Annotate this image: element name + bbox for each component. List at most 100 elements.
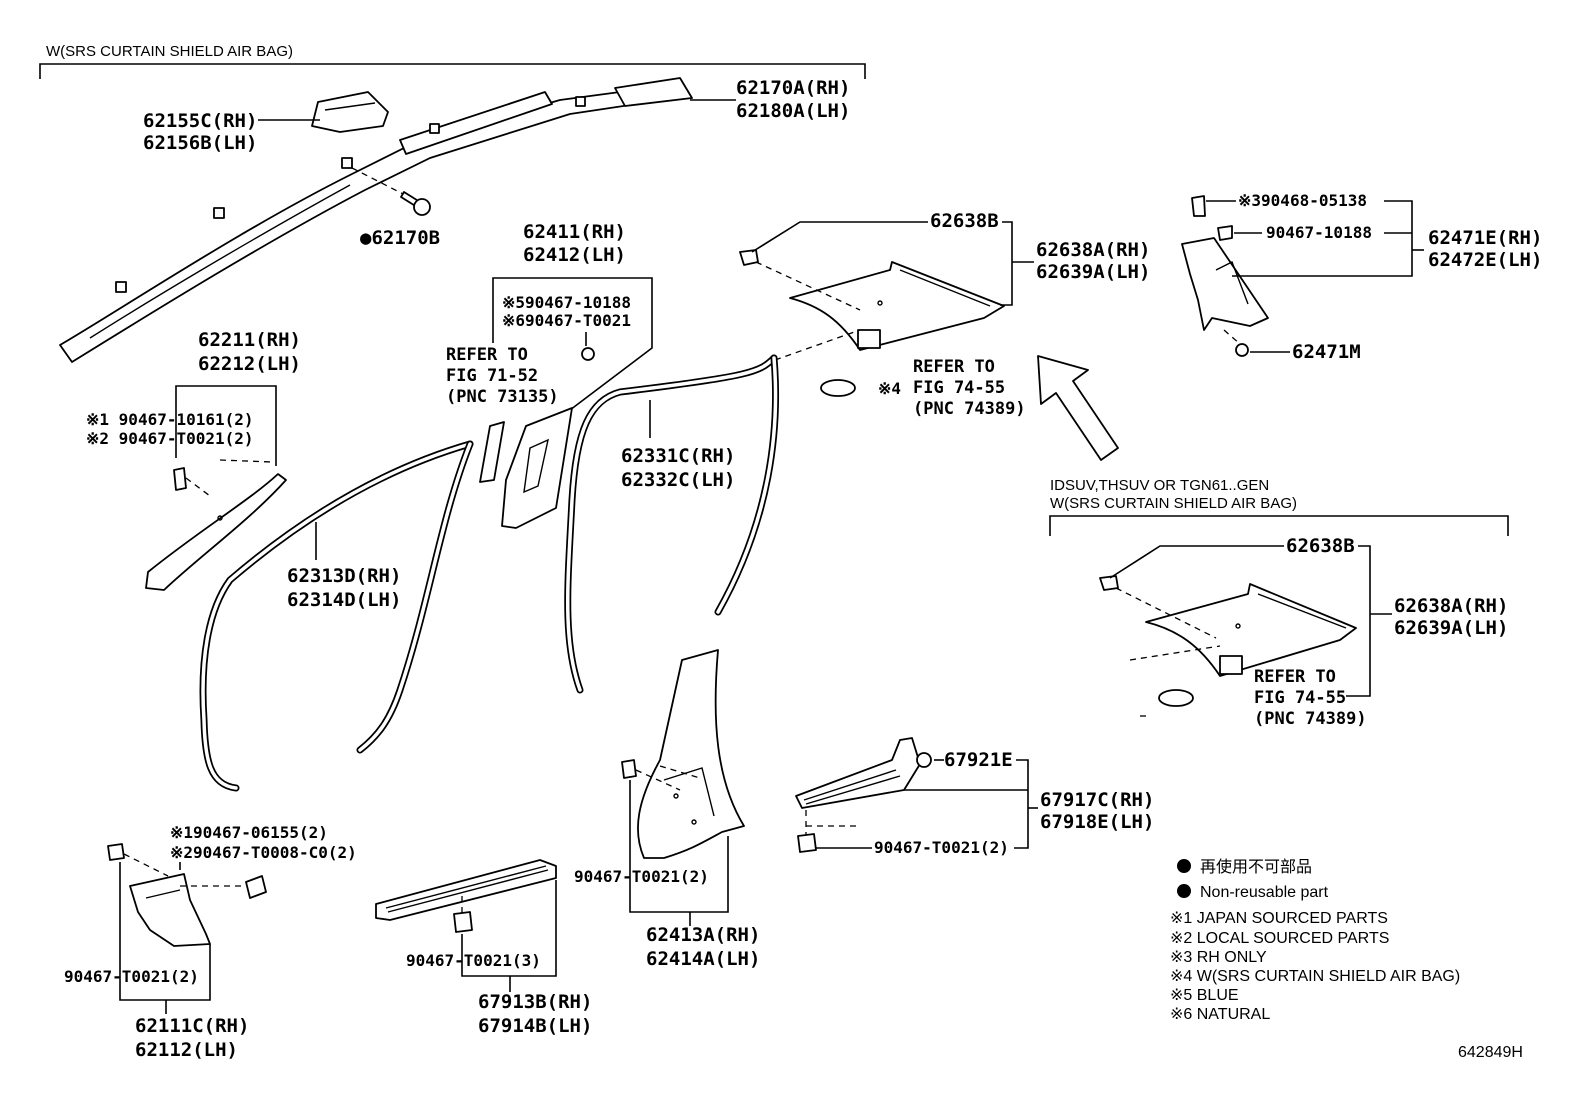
label-90468-05138: ※390468-05138: [1238, 191, 1367, 210]
legend-jp: 再使用不可部品: [1200, 858, 1312, 876]
legend-note-2: ※2 LOCAL SOURCED PARTS: [1170, 930, 1389, 947]
label-62156b: 62156B(LH): [143, 132, 257, 154]
legend: 再使用不可部品 Non-reusable part ※1 JAPAN SOURC…: [1170, 858, 1460, 1023]
legend-note-5: ※5 BLUE: [1170, 987, 1239, 1004]
center-pillar-lower-garnish: [637, 649, 745, 859]
bracket-67913: [461, 880, 557, 977]
label-62471m: 62471M: [1292, 341, 1361, 363]
cowl-side-trim: [129, 873, 267, 947]
label-67918e: 67918E(LH): [1040, 811, 1154, 833]
bracket-62211: [175, 385, 277, 466]
legend-note-3: ※3 RH ONLY: [1170, 949, 1267, 966]
label-62413-clip: 90467-T0021(2): [574, 867, 709, 886]
roof-trim-clip-icon: [739, 249, 861, 311]
ref-71-52-1: REFER TO: [446, 345, 528, 365]
center-pillar-clip-icon: [621, 759, 701, 791]
label-62211: 62211(RH): [198, 329, 301, 351]
label-62411-sub-1: ※590467-10188: [502, 293, 631, 312]
front-scuff-clip-icon: [453, 896, 473, 933]
leader-62638b-right: [1109, 545, 1284, 579]
bracket-67917: [1014, 759, 1029, 849]
condition-srs-top: W(SRS CURTAIN SHIELD AIR BAG): [46, 43, 293, 60]
label-62414a: 62414A(LH): [646, 948, 760, 970]
ref-74-55-top-1: REFER TO: [913, 357, 995, 377]
label-67917c: 67917C(RH): [1040, 789, 1154, 811]
roof-trim-cap-icon: [820, 379, 856, 397]
label-62211-sub-2: ※2 90467-T0021(2): [86, 429, 254, 448]
legend-note-4: ※4 W(SRS CURTAIN SHIELD AIR BAG): [1170, 968, 1460, 985]
leader-62638b-top: [751, 221, 928, 253]
ref-71-52-3: (PNC 73135): [446, 387, 559, 407]
ref-74-55-top-3: (PNC 74389): [913, 399, 1026, 419]
roof-side-trim-right: [1145, 583, 1357, 677]
legend-note-1: ※1 JAPAN SOURCED PARTS: [1170, 910, 1388, 927]
label-62155c: 62155C(RH): [143, 110, 257, 132]
label-67921e: 67921E: [944, 749, 1013, 771]
label-67913-clip: 90467-T0021(3): [406, 951, 541, 970]
label-62313d: 62313D(RH): [287, 565, 401, 587]
label-62111-sub-2: ※290467-T0008-C0(2): [170, 843, 357, 862]
bracket-62638a-top: [1000, 221, 1013, 306]
label-62639a-right: 62639A(LH): [1394, 617, 1508, 639]
front-pillar-garnish: [145, 473, 287, 591]
label-ref4: ※4: [878, 379, 901, 398]
ref-74-55-right-2: FIG 74-55: [1254, 688, 1346, 708]
diagram-id: 642849H: [1458, 1044, 1523, 1061]
label-62471e: 62471E(RH): [1428, 227, 1542, 249]
curtain-airbag-assembly: [59, 77, 693, 363]
roof-side-trim-top: [789, 261, 1005, 351]
pillar-bracket-upper: [1181, 195, 1269, 357]
label-62472e: 62472E(LH): [1428, 249, 1542, 271]
roof-trim-right-cap-icon: [1158, 689, 1194, 707]
label-62331c: 62331C(RH): [621, 445, 735, 467]
condition-bracket-top: [39, 63, 866, 79]
ref-74-55-right-1: REFER TO: [1254, 667, 1336, 687]
label-62170b: ●62170B: [360, 227, 440, 249]
ref-74-55-right-3: (PNC 74389): [1254, 709, 1367, 729]
bracket-62638a-right: [1346, 545, 1371, 697]
ref-71-52-2: FIG 71-52: [446, 366, 538, 386]
arrow-icon: [1037, 355, 1119, 461]
label-62314d: 62314D(LH): [287, 589, 401, 611]
condition-bracket-right: [1049, 515, 1509, 536]
label-67914b: 67914B(LH): [478, 1015, 592, 1037]
bracket-62411: [492, 277, 653, 411]
bracket-62413: [629, 780, 729, 913]
cowl-clip-icon: [107, 843, 244, 887]
door-weatherstrip-front: [199, 440, 474, 792]
non-reusable-bullet-icon: [1177, 859, 1191, 873]
label-62212: 62212(LH): [198, 353, 301, 375]
label-62332c: 62332C(LH): [621, 469, 735, 491]
label-62211-sub-1: ※1 90467-10161(2): [86, 410, 254, 429]
door-weatherstrip-rear: [564, 354, 780, 694]
rear-scuff-plate: [795, 737, 932, 809]
bracket-62471e: [1232, 200, 1413, 277]
label-62111c: 62111C(RH): [135, 1015, 249, 1037]
label-62412: 62412(LH): [523, 244, 626, 266]
bracket-62111: [119, 862, 211, 1001]
front-scuff-plate: [375, 859, 557, 921]
label-62180a: 62180A(LH): [736, 100, 850, 122]
center-pillar-upper-garnish: [479, 407, 573, 529]
non-reusable-bullet-icon-en: [1177, 884, 1191, 898]
label-62638a-right: 62638A(RH): [1394, 595, 1508, 617]
label-62170a: 62170A(RH): [736, 77, 850, 99]
dash-roof-trim-right: [1129, 645, 1221, 661]
label-62111-clip: 90467-T0021(2): [64, 967, 199, 986]
label-90467-10188-right: 90467-10188: [1266, 223, 1372, 242]
label-62639a-top: 62639A(LH): [1036, 261, 1150, 283]
clip-62411-icon: [581, 347, 595, 361]
ref-74-55-top-2: FIG 74-55: [913, 378, 1005, 398]
condition-models: IDSUV,THSUV OR TGN61..GEN: [1050, 477, 1269, 494]
label-62638a-top: 62638A(RH): [1036, 239, 1150, 261]
label-62111-sub-1: ※190467-06155(2): [170, 823, 328, 842]
legend-en: Non-reusable part: [1200, 884, 1329, 901]
condition-srs-right: W(SRS CURTAIN SHIELD AIR BAG): [1050, 495, 1297, 512]
label-62638b-right: 62638B: [1286, 535, 1355, 557]
label-62411: 62411(RH): [523, 221, 626, 243]
label-62638b-top: 62638B: [930, 210, 999, 232]
label-62112: 62112(LH): [135, 1039, 238, 1061]
dash-roof-trim: [774, 329, 861, 361]
rear-scuff-clip-icon: [797, 810, 860, 853]
